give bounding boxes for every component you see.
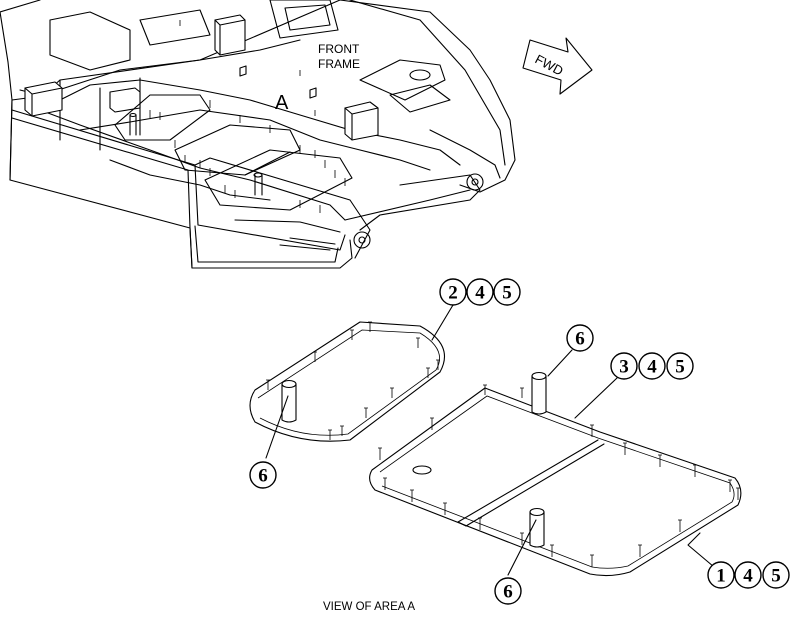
leader-lines	[265, 304, 721, 576]
area-a-marker: A	[275, 92, 289, 114]
callout-item-1: 1	[716, 566, 726, 587]
callout-item-5: 5	[502, 283, 512, 304]
callout-3-4-5: 3 4 5	[610, 352, 694, 380]
callout-item-3: 3	[619, 357, 629, 378]
cover-plate-lower	[369, 371, 742, 577]
callout-2-4-5: 2 4 5	[439, 278, 521, 306]
callout-item-4: 4	[475, 283, 485, 304]
callout-6-bottom: 6	[494, 577, 522, 605]
callout-item-6: 6	[258, 466, 268, 487]
callout-item-4: 4	[647, 357, 657, 378]
callout-item-6: 6	[575, 329, 585, 350]
callout-item-5: 5	[675, 357, 685, 378]
forward-arrow-icon: FWD	[522, 37, 593, 95]
front-frame-label-line2: FRAME	[318, 57, 360, 71]
callout-1-4-5: 1 4 5	[707, 561, 790, 589]
front-frame-drawing	[0, 0, 516, 269]
callout-6-top: 6	[566, 324, 594, 352]
callout-item-6: 6	[503, 582, 513, 603]
front-frame-label-line1: FRONT	[318, 42, 360, 56]
view-caption: VIEW OF AREA A	[323, 601, 415, 613]
callout-item-2: 2	[448, 283, 458, 304]
callout-item-5: 5	[771, 566, 781, 587]
callout-item-4: 4	[743, 566, 753, 587]
callout-6-left: 6	[249, 461, 277, 489]
cover-plate-upper	[249, 321, 445, 442]
